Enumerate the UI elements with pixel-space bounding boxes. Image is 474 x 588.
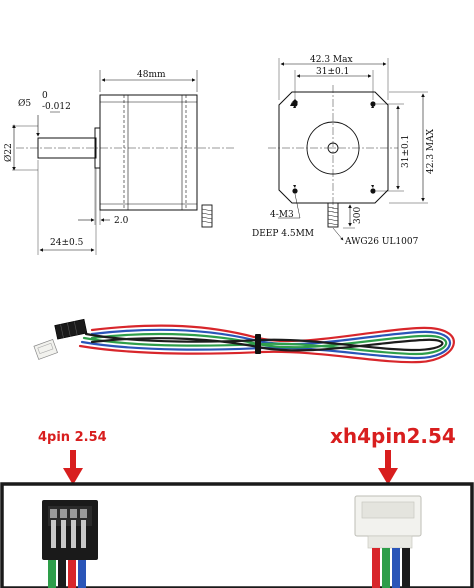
width-max-label: 42.3 Max: [310, 55, 353, 65]
height-max-label: 42.3 MAX: [426, 128, 436, 174]
right-connector-label: xh4pin2.54: [330, 424, 456, 448]
front-view: 42.3 Max 31±0.1 31±0.1 42.3 MAX 300 4-M3…: [252, 55, 436, 247]
depth-label: DEEP 4.5MM: [252, 229, 314, 239]
dupont-4pin-connector: [54, 318, 88, 340]
side-view: 48mm Ø5 0 -0.012 Ø22 2.0 24±0.5: [3, 70, 235, 255]
motor-faceplate: [278, 91, 389, 204]
dupont-closeup: [42, 500, 98, 588]
hole-spacing-vertical-label: 31±0.1: [401, 135, 411, 168]
wire-blue: [80, 328, 452, 360]
cable-gland: [201, 204, 213, 228]
shaft-diameter-label: Ø5: [18, 98, 31, 109]
boss-diameter-label: Ø22: [3, 143, 14, 162]
left-connector-label: 4pin 2.54: [38, 430, 107, 445]
lead-length-label: 300: [353, 207, 363, 224]
motor-shaft: [37, 137, 97, 159]
wire-black: [84, 332, 444, 352]
right-arrow-icon: [378, 450, 398, 485]
flange-thickness-label: 2.0: [114, 216, 129, 226]
closeup-panel: [0, 482, 474, 588]
xh-4pin-connector: [33, 338, 58, 360]
motor-body: [99, 94, 198, 211]
wire-red: [78, 324, 455, 364]
wire-gauge-label: AWG26 UL1007: [344, 237, 419, 247]
hole-spacing-label: 31±0.1: [316, 67, 349, 77]
xh-closeup: [354, 495, 422, 588]
shaft-tolerance-upper: 0: [42, 91, 48, 101]
cable-assembly: [33, 318, 455, 364]
mounting-holes: [290, 99, 376, 194]
shaft-tolerance-lower: -0.012: [42, 102, 71, 112]
screw-label: 4-M3: [270, 210, 294, 220]
length-dimension: 48mm: [137, 70, 166, 80]
left-arrow-icon: [63, 450, 83, 485]
shaft-length-label: 24±0.5: [50, 238, 84, 248]
